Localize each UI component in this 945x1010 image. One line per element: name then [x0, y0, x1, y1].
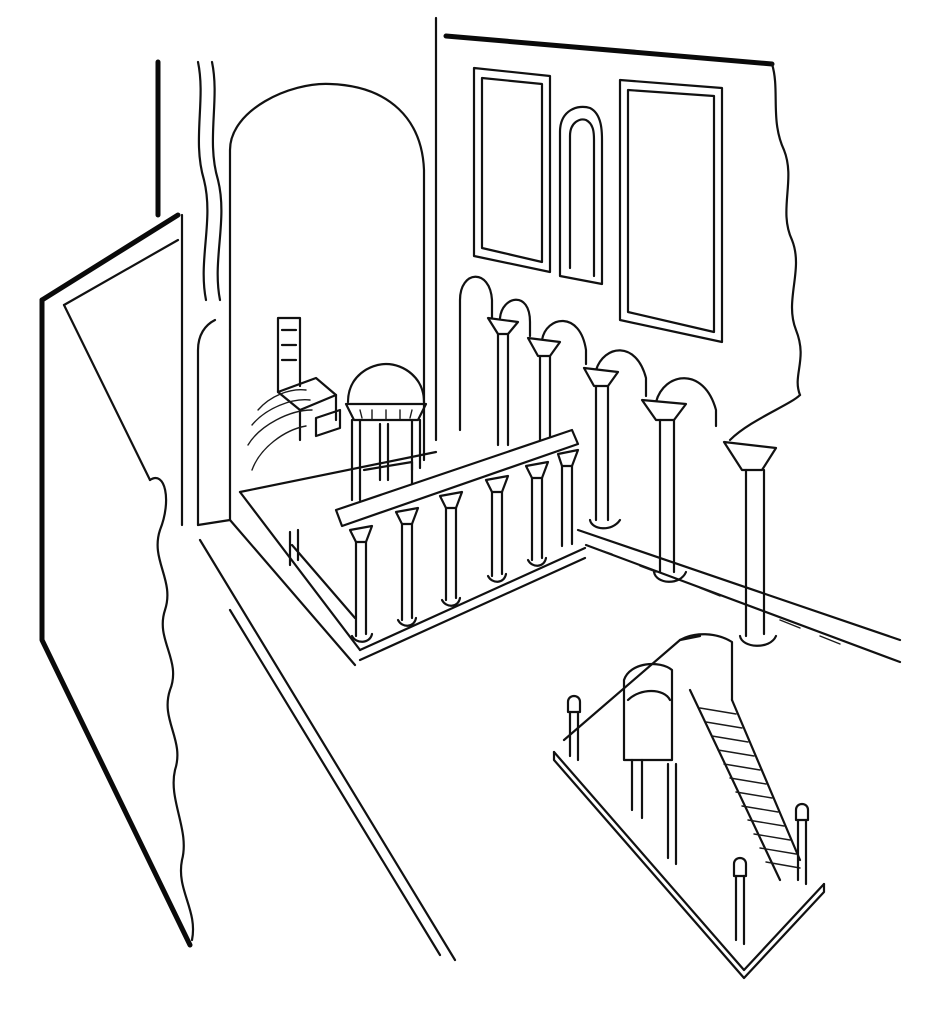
ciborium	[344, 362, 428, 502]
ambo	[552, 633, 826, 980]
arcade	[458, 275, 902, 664]
left-wall	[39, 59, 195, 948]
chancel-screen	[334, 428, 580, 643]
apse-wall	[180, 60, 426, 527]
bema-platform	[228, 450, 587, 667]
nave-floor	[198, 538, 457, 962]
throne	[247, 316, 342, 471]
back-wall	[434, 16, 802, 442]
